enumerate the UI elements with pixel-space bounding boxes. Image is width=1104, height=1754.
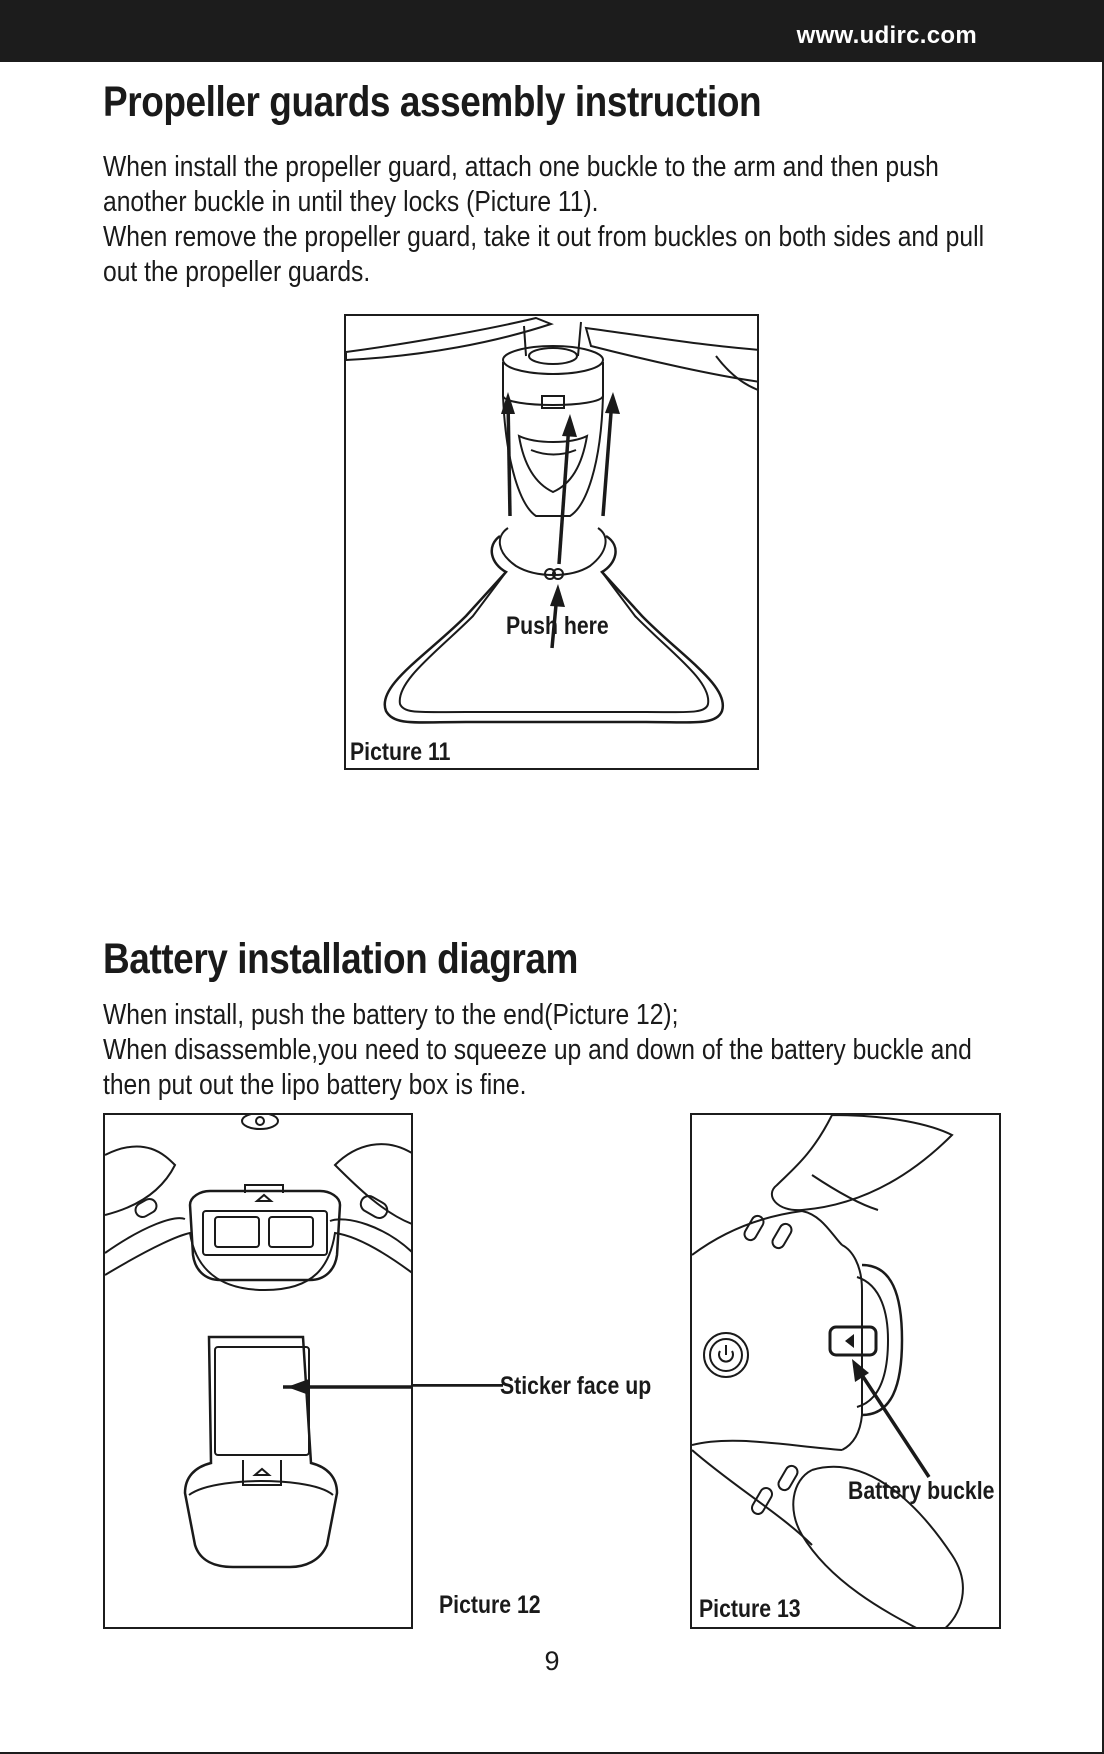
page-number: 9 [544, 1646, 560, 1676]
section1-body: When install the propeller guard, attach… [103, 150, 996, 290]
power-icon [703, 1332, 749, 1378]
battery-insertion-illustration [105, 1115, 411, 1569]
caption-picture-12: Picture 12 [439, 1591, 541, 1619]
battery-buckle-illustration [692, 1115, 964, 1627]
arrow-icon [413, 1384, 503, 1387]
propeller-guard-illustration [346, 316, 757, 724]
page-border-right [1102, 62, 1104, 1754]
section-title-propeller-guards: Propeller guards assembly instruction [103, 78, 762, 126]
callout-push-here: Push here [506, 612, 609, 640]
figure-picture-11: Push here Picture 11 [344, 314, 759, 770]
section1-paragraph-2: When remove the propeller guard, take it… [103, 221, 985, 288]
header-bar: www.udirc.com [0, 0, 1104, 62]
section2-paragraph-2: When disassemble,you need to squeeze up … [103, 1034, 972, 1101]
section-title-battery-installation: Battery installation diagram [103, 935, 578, 983]
section2-paragraph-1: When install, push the battery to the en… [103, 999, 679, 1031]
caption-picture-13: Picture 13 [699, 1595, 801, 1623]
website-url[interactable]: www.udirc.com [796, 22, 977, 49]
caption-picture-11: Picture 11 [350, 738, 451, 766]
section2-body: When install, push the battery to the en… [103, 998, 996, 1103]
section1-paragraph-1: When install the propeller guard, attach… [103, 151, 939, 218]
figure-picture-13: Battery buckle Picture 13 [690, 1113, 1001, 1629]
figure-picture-12 [103, 1113, 413, 1629]
callout-sticker-face-up: Sticker face up [500, 1372, 652, 1400]
page-border-bottom [0, 1752, 1104, 1754]
callout-battery-buckle: Battery buckle [848, 1477, 995, 1505]
